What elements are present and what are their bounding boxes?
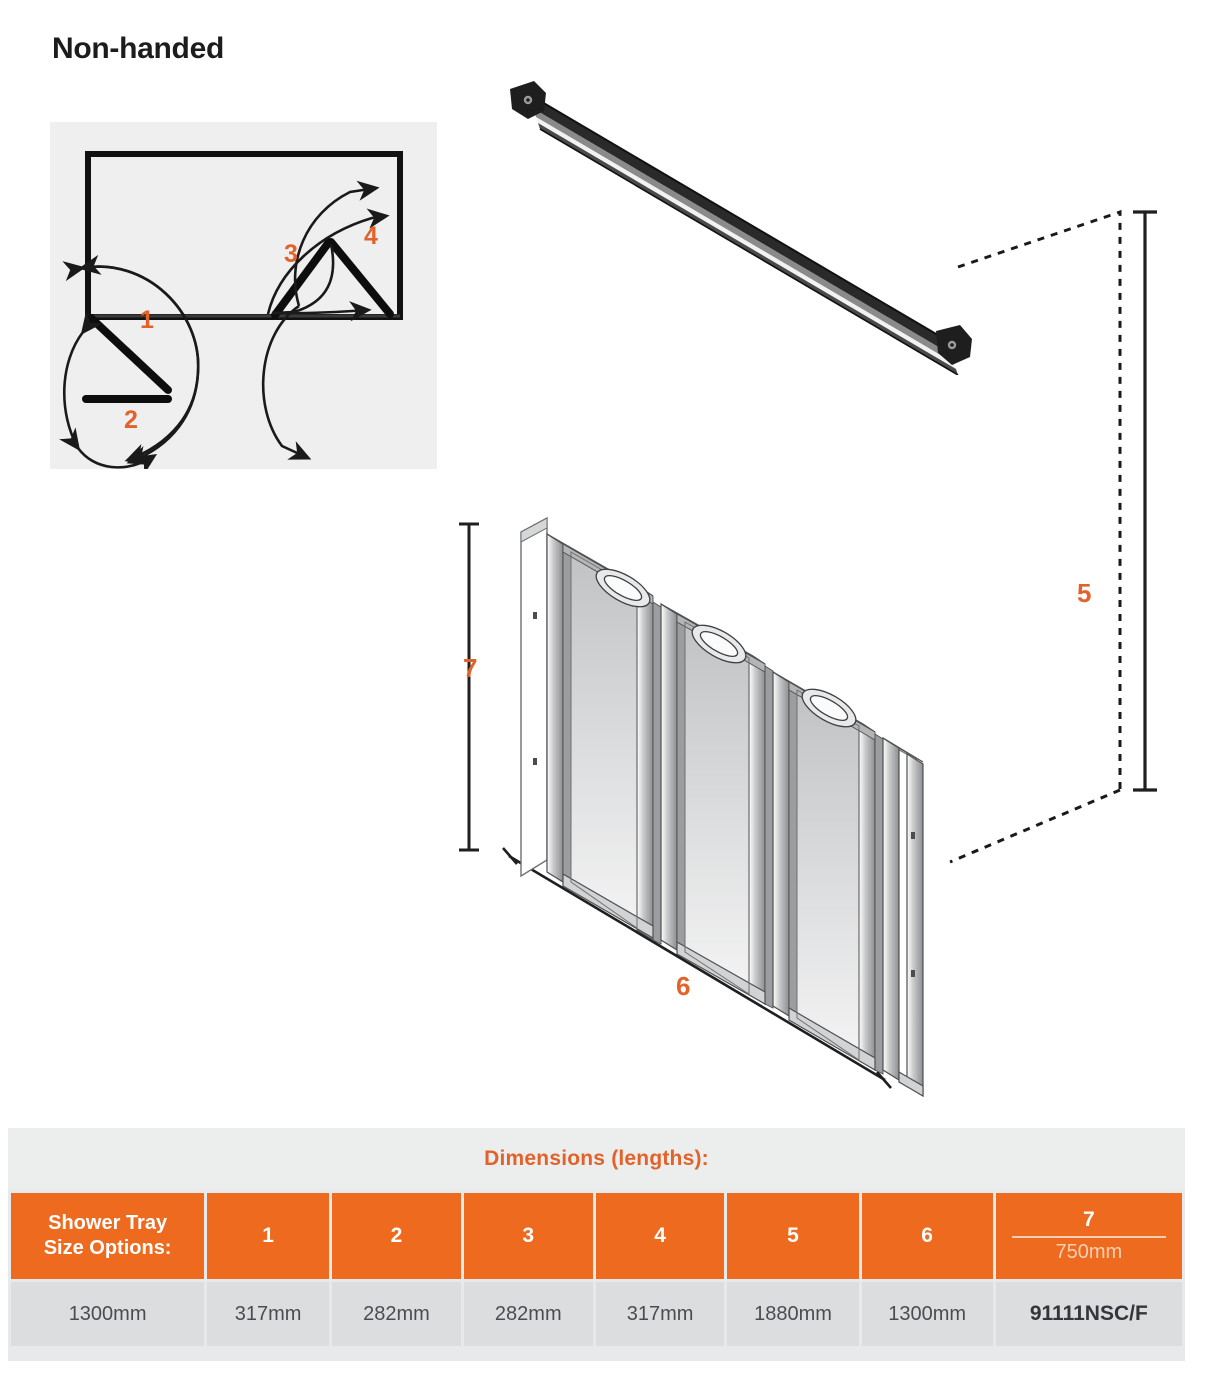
callout-number-5: 5 <box>1077 578 1092 608</box>
cell-product-code: 91111NSC/F <box>995 1282 1182 1346</box>
header-dim-4: 4 <box>595 1193 725 1279</box>
callout-number-3: 3 <box>284 240 298 268</box>
cell-dim-4: 317mm <box>595 1282 725 1346</box>
top-rail-drawing <box>500 75 1000 375</box>
overall-height-dimension <box>930 190 1214 1100</box>
header-row-label-line2: Size Options: <box>43 1237 172 1259</box>
plan-view-diagram <box>59 151 403 469</box>
cell-dim-5: 1880mm <box>727 1282 859 1346</box>
table-bottom-strip <box>8 1349 1185 1361</box>
header-dim-7-rule <box>1011 1236 1166 1239</box>
cell-tray-size: 1300mm <box>11 1282 205 1346</box>
dimensions-data-table: Shower Tray Size Options: 1 2 3 4 5 6 7 … <box>8 1190 1185 1349</box>
cell-dim-2: 282mm <box>332 1282 461 1346</box>
header-dim-6: 6 <box>861 1193 993 1279</box>
header-dim-5: 5 <box>727 1193 859 1279</box>
callout-number-1: 1 <box>140 306 154 334</box>
height-dimension-svg <box>949 209 1157 864</box>
shower-door-drawing <box>455 500 975 1120</box>
table-row: 1300mm 317mm 282mm 282mm 317mm 1880mm 13… <box>11 1282 1182 1346</box>
shower-door-isometric-svg <box>459 516 924 1098</box>
plan-view-panel <box>50 122 437 469</box>
header-dim-2: 2 <box>332 1193 461 1279</box>
callout-number-4: 4 <box>364 222 378 250</box>
header-dim-1: 1 <box>207 1193 330 1279</box>
page-title: Non-handed <box>52 32 224 65</box>
callout-number-6: 6 <box>676 971 691 1001</box>
dimensions-table: Dimensions (lengths): Shower Tray Size O… <box>8 1128 1185 1361</box>
table-header-row: Shower Tray Size Options: 1 2 3 4 5 6 7 … <box>11 1193 1182 1279</box>
header-dim-7-sub: 750mm <box>1055 1241 1123 1264</box>
header-dim-7: 7 750mm <box>995 1193 1182 1279</box>
header-dim-7-number: 7 <box>1082 1207 1095 1231</box>
header-dim-3: 3 <box>463 1193 593 1279</box>
top-rail-isometric-svg <box>510 81 972 375</box>
callout-number-7: 7 <box>463 653 478 683</box>
cell-dim-1: 317mm <box>207 1282 330 1346</box>
callout-number-2: 2 <box>124 406 138 434</box>
cell-dim-6: 1300mm <box>861 1282 993 1346</box>
table-caption: Dimensions (lengths): <box>484 1147 709 1170</box>
cell-dim-3: 282mm <box>463 1282 593 1346</box>
header-row-label-line1: Shower Tray <box>48 1212 168 1234</box>
header-row-label: Shower Tray Size Options: <box>11 1193 205 1279</box>
table-caption-band: Dimensions (lengths): <box>8 1128 1185 1190</box>
